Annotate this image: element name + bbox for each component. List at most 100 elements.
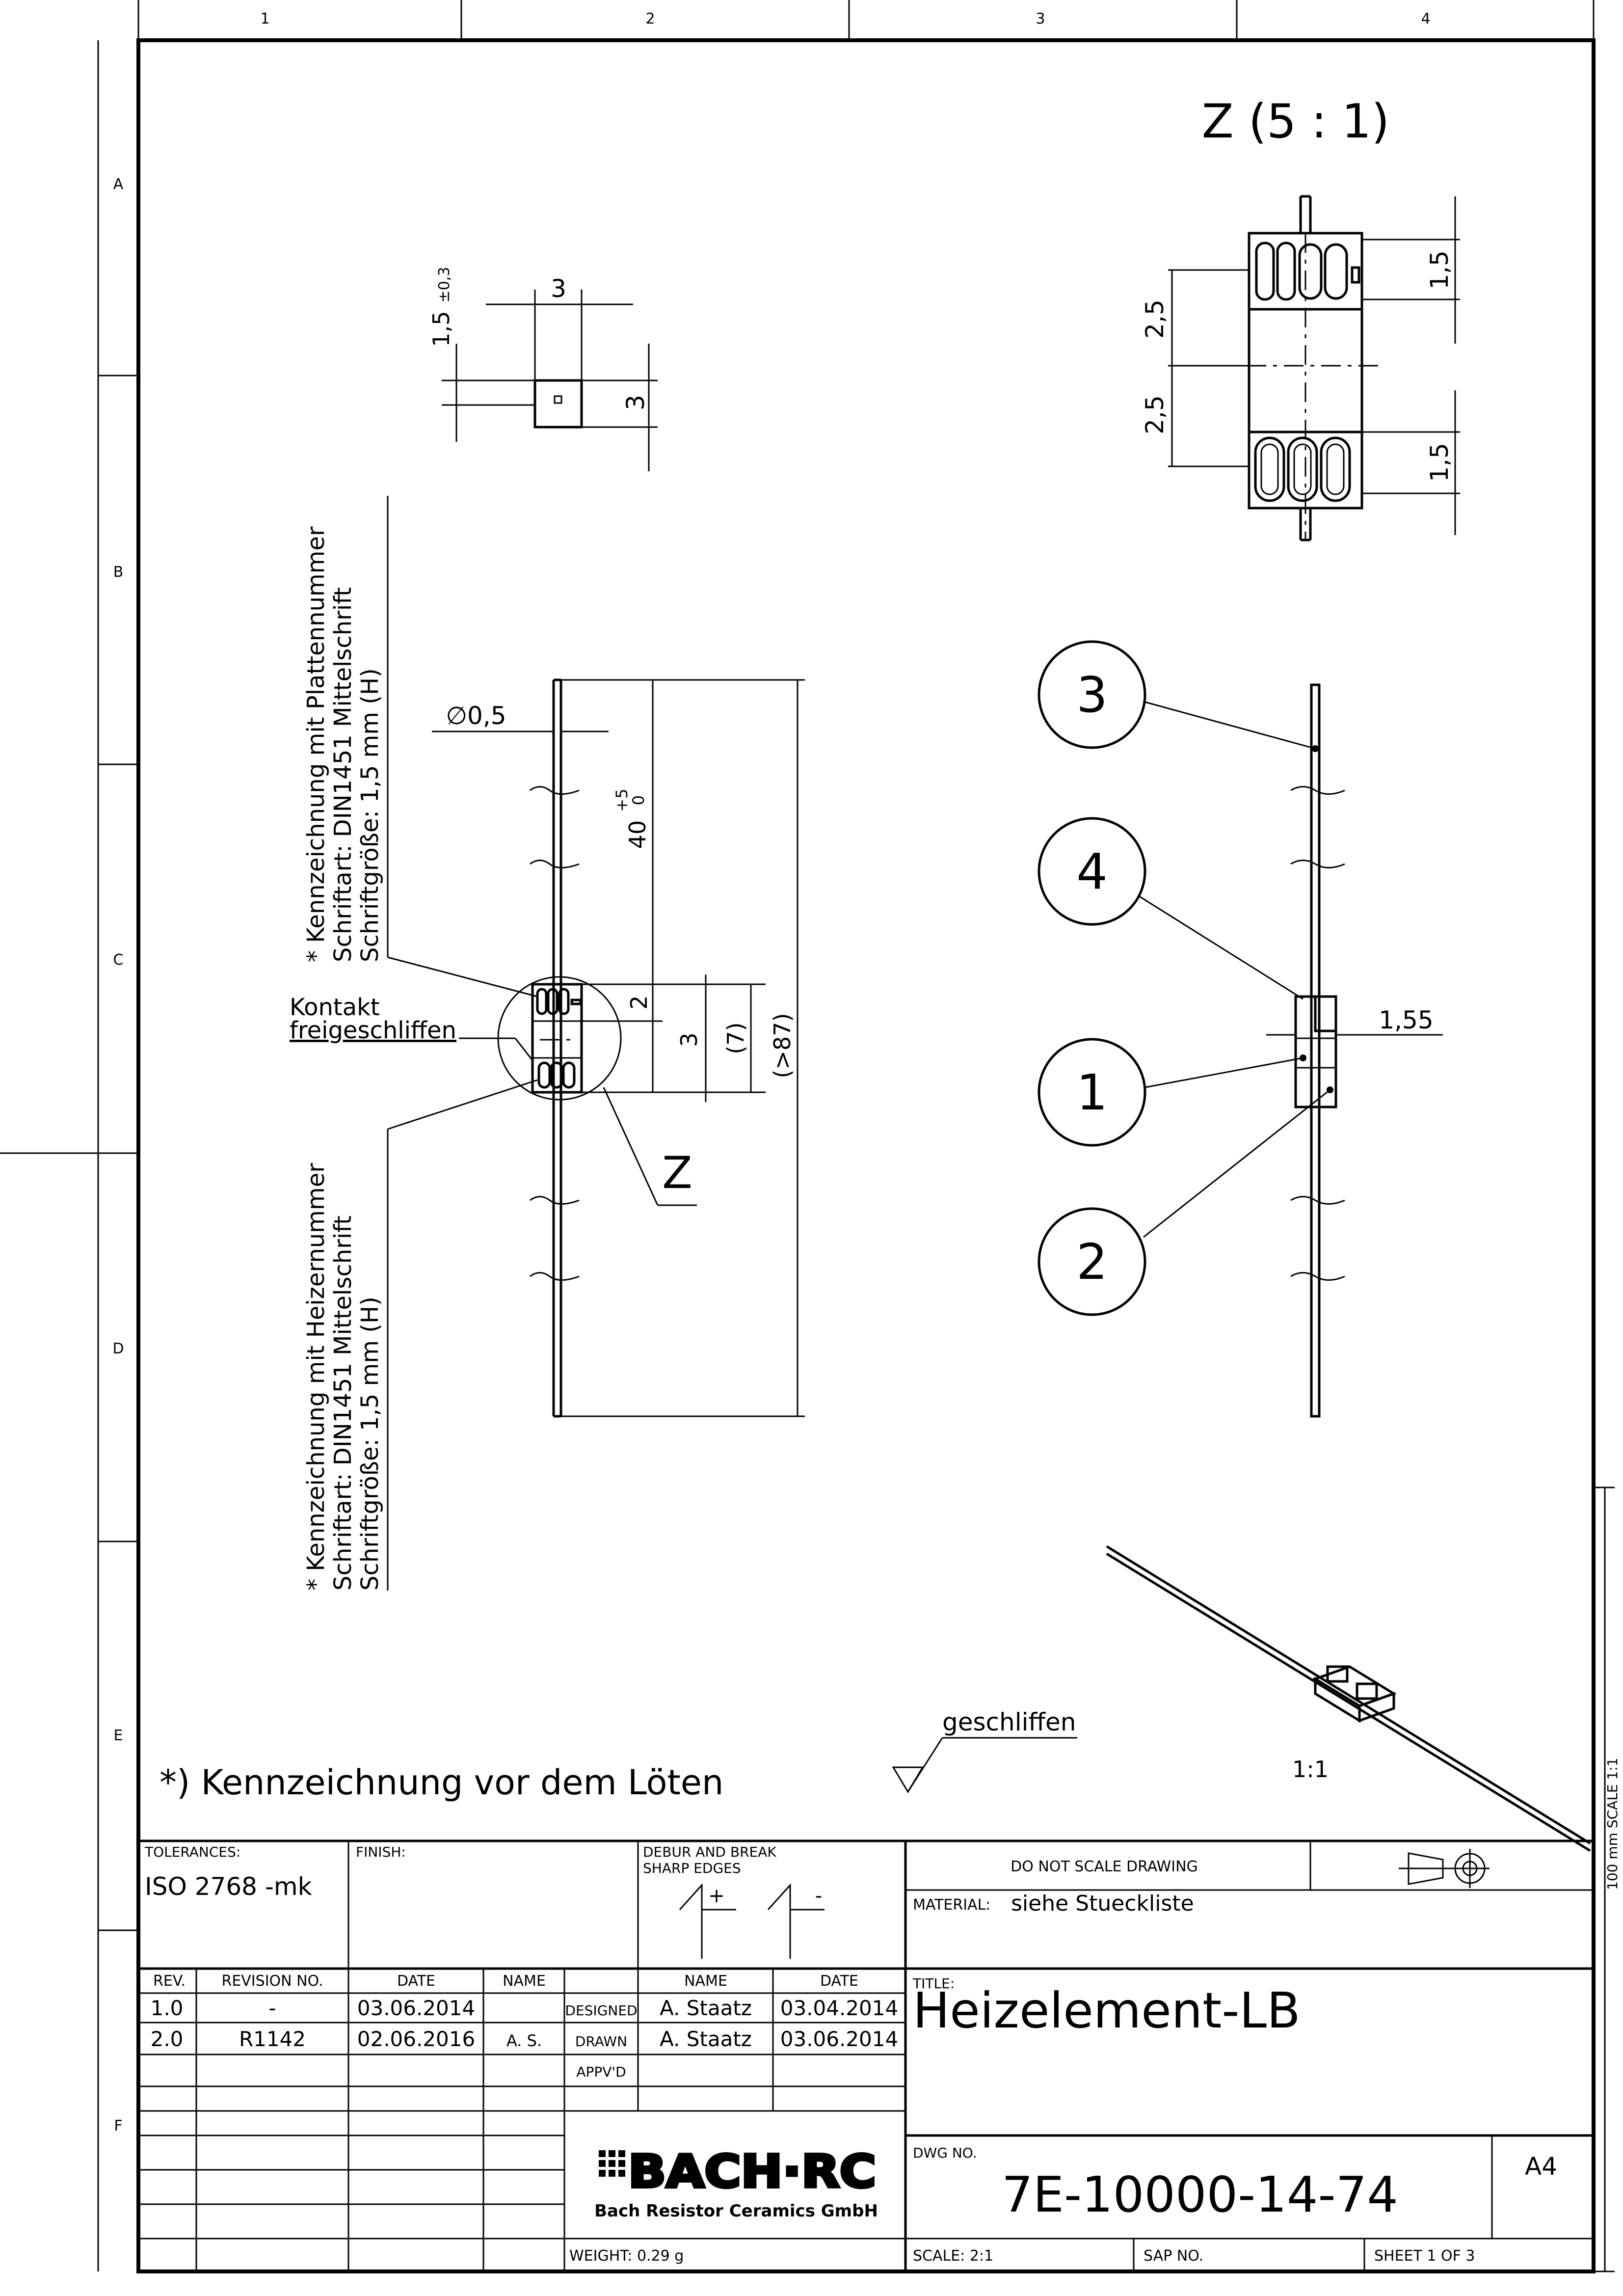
top-view: 3 1,5 ±0,3 3 bbox=[428, 267, 658, 471]
debur-label-line2: SHARP EDGES bbox=[643, 1860, 741, 1876]
tolerances-label: TOLERANCES: bbox=[144, 1844, 240, 1860]
contact-label-line2: freigeschliffen bbox=[290, 1017, 456, 1044]
contact-label-line1: Kontakt bbox=[290, 994, 380, 1021]
column-label-2: 2 bbox=[645, 10, 655, 27]
isometric-scale: 1:1 bbox=[1292, 1756, 1329, 1783]
marking-note: *) Kennzeichnung vor dem Löten bbox=[160, 1762, 723, 1803]
drawn-name: A. Staatz bbox=[660, 2027, 752, 2051]
row-label-d: D bbox=[112, 1340, 124, 1357]
row-label-b: B bbox=[113, 564, 124, 581]
side-view-thickness: 1,55 bbox=[1379, 1006, 1433, 1034]
material-value: siehe Stueckliste bbox=[1011, 1891, 1194, 1916]
column-label-1: 1 bbox=[260, 10, 269, 27]
projection-symbol-icon bbox=[1399, 1849, 1490, 1888]
debur-plus: + bbox=[708, 1885, 725, 1907]
title-label: TITLE: bbox=[912, 1975, 955, 1992]
approval-name-header: NAME bbox=[684, 1972, 727, 1990]
revision-2-date: 02.06.2016 bbox=[357, 2027, 475, 2051]
detail-z-label: Z bbox=[662, 1147, 692, 1199]
isometric-view: 1:1 bbox=[1106, 1545, 1591, 1852]
revision-2-no: R1142 bbox=[239, 2027, 306, 2051]
title-block: TOLERANCES: ISO 2768 -mk FINISH: DEBUR A… bbox=[138, 1839, 1594, 2271]
designed-name: A. Staatz bbox=[660, 1996, 752, 2020]
balloon-1 bbox=[1038, 1038, 1146, 1147]
plate-number-note-line1: * Kennzeichnung mit Plattennummer bbox=[302, 526, 330, 962]
drawn-date: 03.06.2014 bbox=[780, 2027, 898, 2051]
top-view-dim-height-tol: ±0,3 bbox=[436, 267, 453, 303]
bach-rc-logo: BACH·RC Bach Resistor Ceramics GmbH bbox=[594, 2144, 878, 2221]
row-label-e: E bbox=[114, 1727, 123, 1744]
heater-number-note-line2: Schriftart: DIN1451 Mittelschrift bbox=[329, 1216, 357, 1591]
revision-1-rev: 1.0 bbox=[151, 1996, 184, 2020]
detail-dim-pitch-top: 2,5 bbox=[1141, 299, 1169, 339]
rev-date-header: DATE bbox=[397, 1972, 435, 1990]
general-notes: geschliffen *) Kennzeichnung vor dem Löt… bbox=[160, 1708, 1077, 1803]
side-view: 1,55 3 4 1 2 bbox=[1038, 640, 1443, 1418]
top-view-dim-depth: 3 bbox=[621, 395, 650, 410]
column-label-4: 4 bbox=[1421, 10, 1430, 27]
revision-2-name: A. S. bbox=[506, 2031, 542, 2050]
revision-2-rev: 2.0 bbox=[151, 2027, 184, 2051]
drawing-title: Heizelement-LB bbox=[913, 1982, 1301, 2039]
detail-dim-height-top: 1,5 bbox=[1425, 250, 1454, 290]
balloon-3-label: 3 bbox=[1076, 666, 1108, 724]
rev-name-header: NAME bbox=[503, 1972, 546, 1990]
front-view-dim-3: 3 bbox=[676, 1032, 702, 1047]
front-view-lead-length: 40 bbox=[624, 820, 651, 849]
scale-label: SCALE: 2:1 bbox=[913, 2247, 993, 2265]
dwg-no-value: 7E-10000-14-74 bbox=[1002, 2166, 1398, 2223]
row-label-f: F bbox=[114, 2117, 122, 2134]
logo-sub-text: Bach Resistor Ceramics GmbH bbox=[594, 2201, 878, 2221]
approval-date-header: DATE bbox=[820, 1972, 858, 1990]
front-view-lead-tol-lower: 0 bbox=[629, 795, 648, 805]
top-view-dim-width: 3 bbox=[551, 274, 566, 303]
balloon-4-label: 4 bbox=[1076, 843, 1108, 900]
revision-no-header: REVISION NO. bbox=[221, 1972, 323, 1990]
top-view-body bbox=[533, 379, 583, 429]
revision-1-no: - bbox=[268, 1996, 276, 2020]
top-view-dim-height: 1,5 bbox=[428, 311, 454, 347]
debur-minus: - bbox=[815, 1885, 822, 1907]
plate-number-note-line3: Schriftgröße: 1,5 mm (H) bbox=[356, 668, 384, 962]
revision-1-date: 03.06.2014 bbox=[357, 1996, 475, 2020]
weight-label: WEIGHT: 0.29 g bbox=[569, 2247, 684, 2265]
detail-dim-height-bottom: 1,5 bbox=[1425, 443, 1454, 482]
detail-dim-pitch-bottom: 2,5 bbox=[1141, 395, 1169, 434]
front-view-body bbox=[531, 983, 583, 1094]
front-view-dim-87: (>87) bbox=[769, 1013, 796, 1079]
rev-header: REV. bbox=[153, 1972, 186, 1990]
heater-number-note-line3: Schriftgröße: 1,5 mm (H) bbox=[356, 1297, 384, 1591]
finish-label: FINISH: bbox=[356, 1844, 406, 1860]
detail-view-title: Z (5 : 1) bbox=[1202, 95, 1390, 149]
sap-no-label: SAP NO. bbox=[1144, 2247, 1203, 2265]
row-label-a: A bbox=[113, 176, 124, 193]
balloon-3 bbox=[1038, 640, 1146, 749]
plate-number-note-line2: Schriftart: DIN1451 Mittelschrift bbox=[329, 587, 357, 962]
front-view-wire-diameter: ∅0,5 bbox=[446, 702, 506, 730]
tolerances-value: ISO 2768 -mk bbox=[145, 1872, 312, 1901]
front-view-dim-2: 2 bbox=[626, 995, 652, 1009]
balloon-4 bbox=[1038, 817, 1146, 926]
front-view: ∅0,5 40 +5 0 2 3 (7) (>87) Z Kontakt fre… bbox=[290, 496, 805, 1591]
balloon-2 bbox=[1038, 1207, 1146, 1316]
column-label-3: 3 bbox=[1036, 10, 1045, 27]
debur-label-line1: DEBUR AND BREAK bbox=[643, 1844, 776, 1860]
dwg-no-label: DWG NO. bbox=[913, 2145, 977, 2161]
heater-number-note-line1: * Kennzeichnung mit Heizernummer bbox=[302, 1163, 330, 1591]
detail-view-z: Z (5 : 1) 2,5 2,5 1,5 1, bbox=[1141, 95, 1460, 541]
drawn-role: DRAWN bbox=[575, 2033, 627, 2050]
sheet-number: SHEET 1 OF 3 bbox=[1374, 2247, 1475, 2265]
designed-date: 03.04.2014 bbox=[780, 1996, 898, 2020]
front-view-lead-tol-upper: +5 bbox=[612, 788, 631, 811]
row-label-c: C bbox=[113, 951, 124, 969]
do-not-scale-label: DO NOT SCALE DRAWING bbox=[1011, 1858, 1198, 1875]
side-scale-label: 100 mm SCALE 1:1 bbox=[1604, 1757, 1621, 1890]
material-label: MATERIAL: bbox=[913, 1896, 990, 1914]
logo-main-text: BACH·RC bbox=[628, 2145, 876, 2198]
approved-role: APPV'D bbox=[576, 2064, 626, 2080]
balloon-1-label: 1 bbox=[1076, 1064, 1108, 1121]
sheet-size: A4 bbox=[1525, 2152, 1557, 2181]
designed-role: DESIGNED bbox=[565, 2002, 637, 2019]
